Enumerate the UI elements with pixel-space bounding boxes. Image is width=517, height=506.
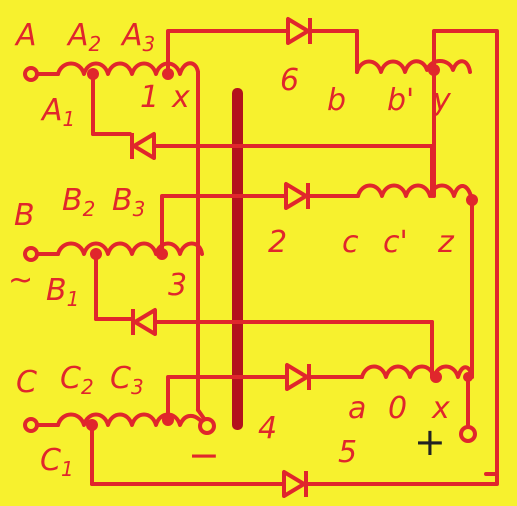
junction-x-secondary bbox=[463, 372, 473, 382]
label-num-1: 1 bbox=[140, 80, 159, 115]
junction-c1 bbox=[86, 419, 98, 431]
label-num-6: 6 bbox=[280, 63, 299, 98]
label-c2: C2 bbox=[60, 361, 94, 399]
label-b-small: b bbox=[327, 83, 346, 118]
label-c1: C1 bbox=[40, 443, 74, 481]
label-b2: B2 bbox=[62, 183, 95, 221]
label-c-prime: c' bbox=[383, 225, 408, 260]
label-num-4: 4 bbox=[258, 411, 277, 446]
label-x-upper: x bbox=[171, 80, 190, 115]
label-zero: 0 bbox=[388, 391, 407, 426]
label-num-5: 5 bbox=[338, 435, 357, 470]
wire-y-to-z bbox=[432, 29, 499, 476]
label-num-2: 2 bbox=[268, 225, 287, 260]
label-a1: A1 bbox=[40, 93, 75, 131]
junction-a1 bbox=[87, 68, 99, 80]
label-b1: B1 bbox=[46, 273, 79, 311]
wire-b3-to-diode-2 bbox=[160, 194, 288, 256]
terminal-a[interactable] bbox=[23, 66, 39, 82]
wire-c3-to-diode-4 bbox=[166, 375, 289, 422]
label-z: z bbox=[437, 225, 455, 260]
winding-a-secondary bbox=[360, 364, 474, 379]
diode-4 bbox=[285, 362, 311, 392]
label-x-lower: x bbox=[431, 391, 450, 426]
junction-a-secondary bbox=[430, 371, 442, 383]
terminal-minus[interactable] bbox=[198, 417, 216, 435]
label-y: y bbox=[432, 83, 452, 118]
diode-3 bbox=[131, 307, 157, 337]
junction-z bbox=[466, 194, 478, 206]
label-a3: A3 bbox=[120, 18, 155, 56]
terminal-c[interactable] bbox=[23, 417, 39, 433]
label-a-small: a bbox=[348, 391, 366, 426]
label-num-3: 3 bbox=[168, 268, 187, 303]
label-plus: + bbox=[414, 420, 446, 464]
label-minus: − bbox=[188, 433, 220, 477]
junction-c3 bbox=[162, 414, 174, 426]
winding-c-secondary bbox=[356, 183, 474, 202]
winding-b-primary bbox=[56, 241, 204, 256]
diode-5 bbox=[282, 469, 308, 499]
label-phase-b: B bbox=[14, 198, 35, 233]
transformer-core bbox=[232, 88, 243, 430]
label-b-prime: b' bbox=[387, 83, 414, 118]
label-phase-a: A bbox=[14, 18, 37, 53]
terminal-b[interactable] bbox=[23, 246, 39, 262]
diode-6 bbox=[286, 16, 312, 46]
diode-2 bbox=[284, 181, 310, 211]
junction-a3 bbox=[162, 68, 174, 80]
wire-diode-5-out bbox=[306, 458, 499, 486]
label-c3: C3 bbox=[110, 361, 144, 399]
junction-b-prime bbox=[428, 64, 440, 76]
label-c-small: c bbox=[342, 225, 359, 260]
winding-a-primary bbox=[56, 61, 200, 76]
junction-b3 bbox=[156, 248, 168, 260]
label-tilde: ~ bbox=[8, 263, 33, 298]
label-a2: A2 bbox=[66, 18, 101, 56]
diode-1 bbox=[130, 131, 156, 161]
junction-b1 bbox=[90, 248, 102, 260]
winding-c-primary bbox=[56, 412, 202, 427]
label-b3: B3 bbox=[112, 183, 145, 221]
wire-a3-to-diode-6 bbox=[166, 29, 290, 76]
winding-b-secondary bbox=[355, 59, 472, 74]
terminal-plus[interactable] bbox=[459, 425, 477, 443]
label-phase-c: C bbox=[16, 365, 37, 400]
